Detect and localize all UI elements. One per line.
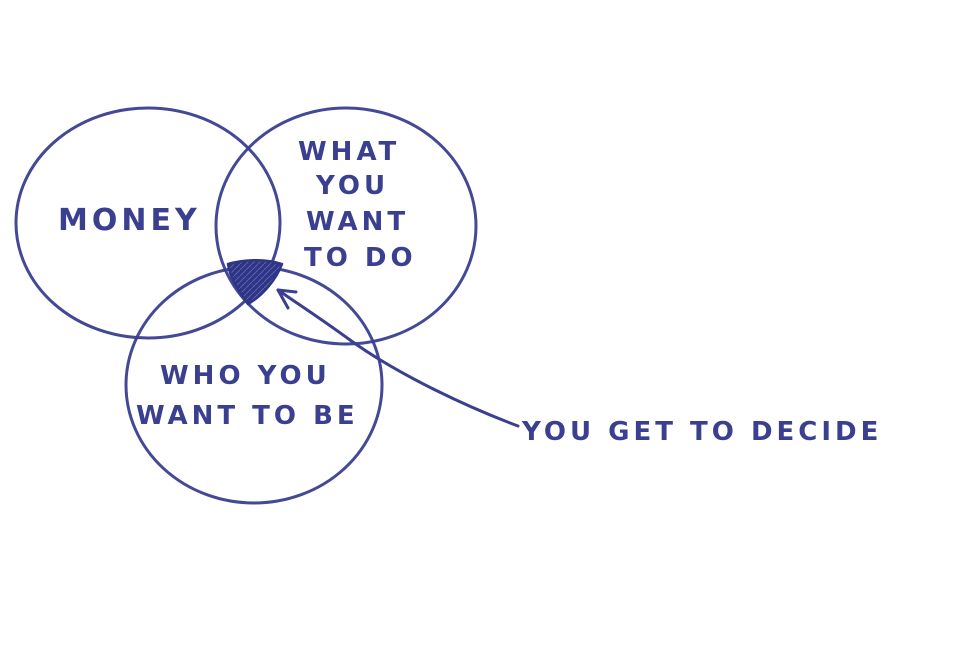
what-you-want-to-do-circle: [214, 106, 478, 346]
what-label-line-3: WANT: [306, 207, 409, 237]
decision-label: YOU GET TO DECIDE: [521, 417, 882, 447]
money-circle: [14, 106, 282, 340]
money-label: MONEY: [58, 203, 201, 238]
what-label-line-4: TO DO: [304, 243, 417, 273]
decision-arrow: [276, 288, 520, 428]
intersection-shading: [226, 259, 284, 306]
what-label-line-2: YOU: [315, 171, 389, 201]
arrow-head: [276, 288, 298, 310]
who-label-line-2: WANT TO BE: [136, 401, 359, 431]
who-label-line-1: WHO YOU: [160, 361, 331, 391]
what-label-line-1: WHAT: [298, 137, 400, 167]
